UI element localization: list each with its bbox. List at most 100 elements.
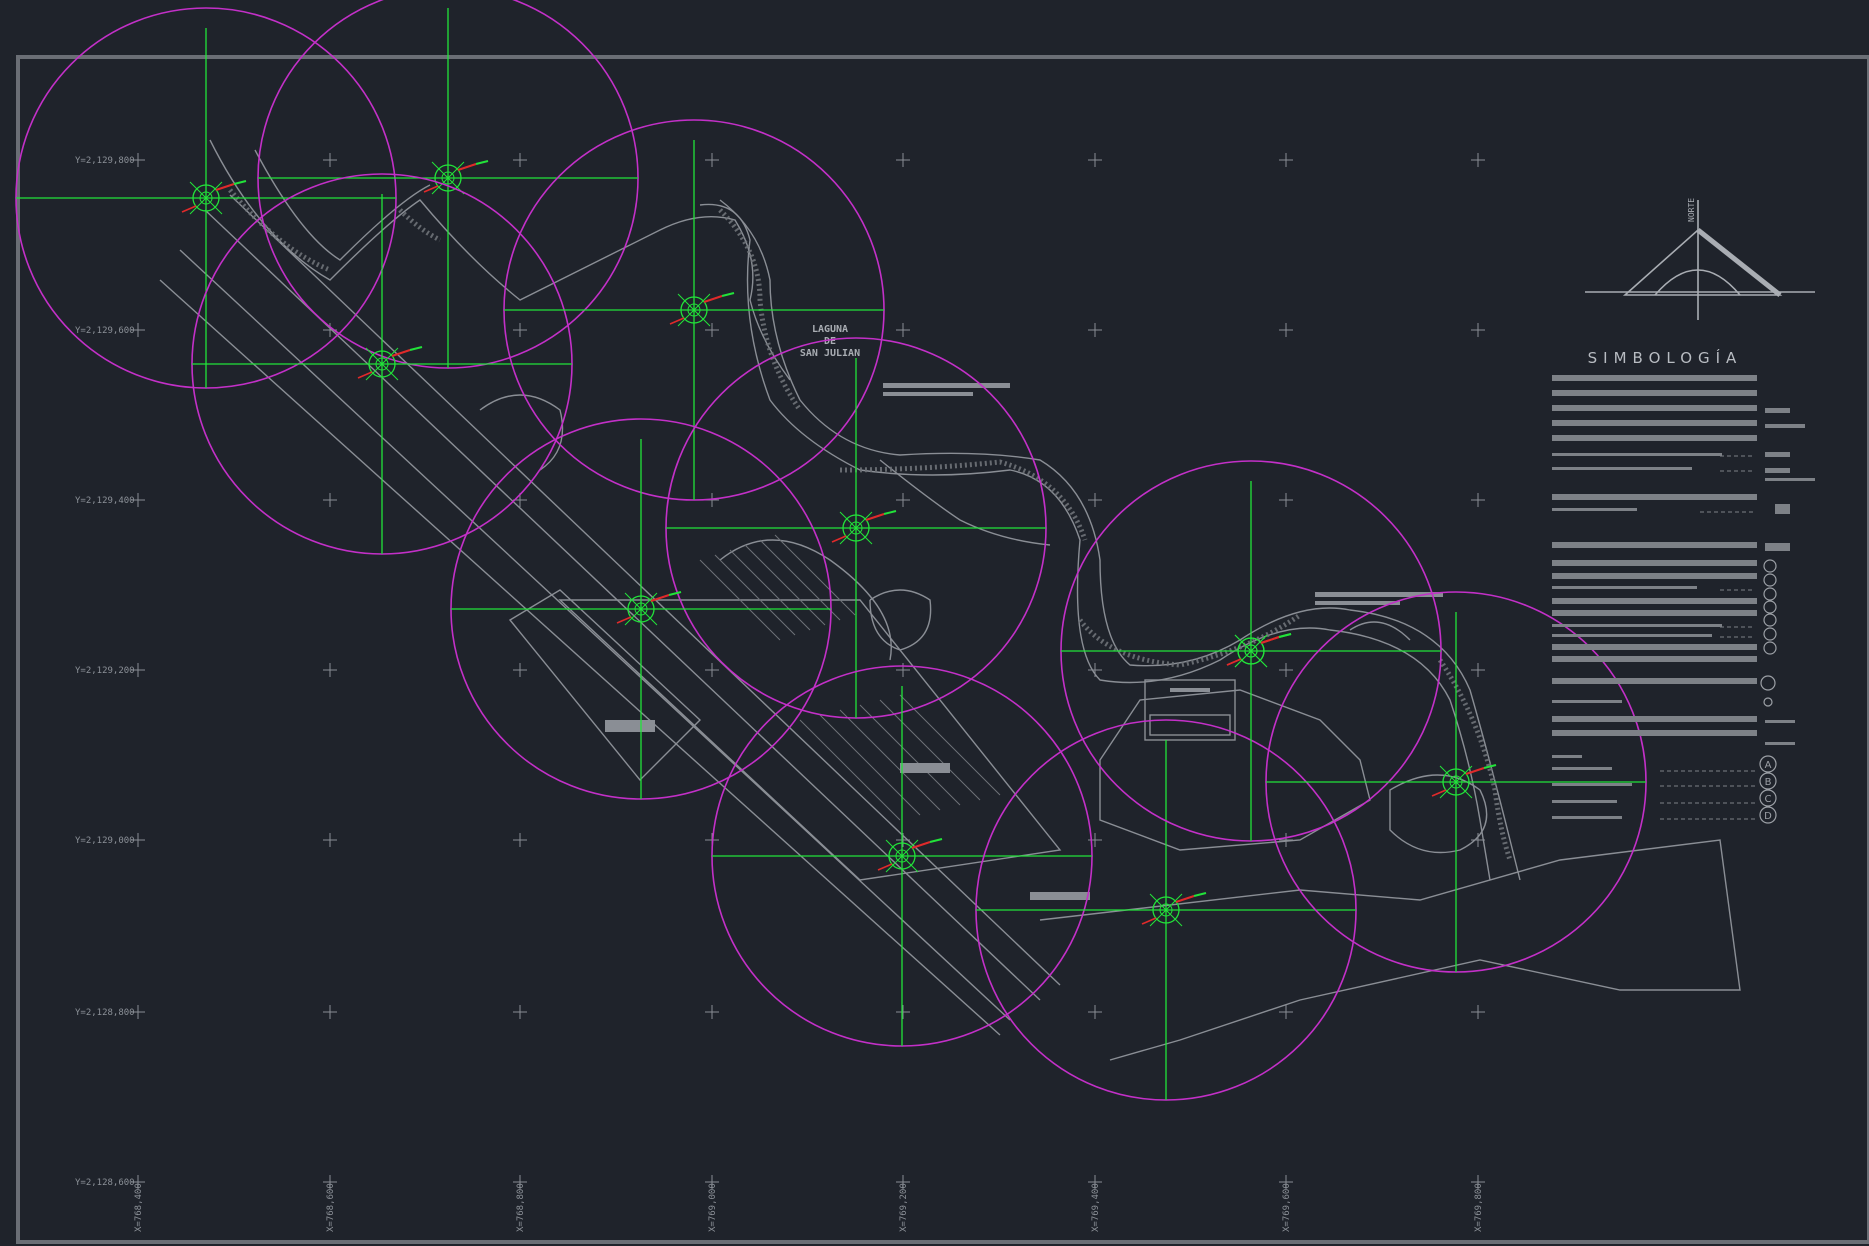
- grid-tick: [131, 493, 145, 507]
- parking-stripes: [699, 534, 1001, 821]
- grid-tick: [1088, 153, 1102, 167]
- legend-text-bar: [1552, 453, 1722, 456]
- legend-text-bar: [1765, 543, 1790, 551]
- legend-text-bar: [1552, 494, 1757, 500]
- grid-tick: [1088, 833, 1102, 847]
- lagoon-label: LAGUNA DE SAN JULIAN: [800, 324, 860, 359]
- legend-symbol-icon: [1763, 600, 1777, 614]
- grid-y-label: Y=2,129,400: [75, 496, 135, 506]
- legend-text-bar: [1552, 375, 1757, 381]
- grid-tick: [896, 323, 910, 337]
- grid-tick: [323, 493, 337, 507]
- legend-letter: A: [1765, 760, 1772, 771]
- camera-coverage-icon: [877, 838, 943, 873]
- grid-tick: [1279, 1005, 1293, 1019]
- legend-text-bar: [1552, 783, 1632, 786]
- grid-x-label: X=769,200: [899, 1183, 909, 1232]
- camera-coverage-icon: [616, 591, 682, 626]
- north-arrow-icon: NORTE: [1585, 198, 1815, 320]
- grid-tick: [896, 153, 910, 167]
- grid-tick: [1471, 323, 1485, 337]
- grid-tick: [323, 1175, 337, 1189]
- legend-symbol-icon: [1763, 641, 1777, 655]
- grid-tick: [513, 1175, 527, 1189]
- legend-text-bar: [1765, 468, 1790, 473]
- grid-tick: [896, 1005, 910, 1019]
- grid-tick: [131, 323, 145, 337]
- legend-letter: C: [1765, 794, 1772, 805]
- grid-tick: [896, 1175, 910, 1189]
- legend-text-bar: [1552, 598, 1757, 604]
- camera-coverage-layer: [15, 0, 1647, 1101]
- grid-tick: [323, 833, 337, 847]
- grid-y-label: Y=2,128,800: [75, 1008, 135, 1018]
- legend-title: SIMBOLOGÍA: [1588, 348, 1743, 367]
- legend-symbol-icon: [1763, 573, 1777, 587]
- grid-tick: [1471, 663, 1485, 677]
- legend-letter-circle: [1759, 755, 1777, 773]
- legend-text-bar: [1552, 716, 1757, 722]
- legend-text-bar: [1765, 408, 1790, 413]
- legend-text-bar: [1552, 586, 1697, 589]
- legend-symbol-icon: [1763, 559, 1777, 573]
- grid-x-label: X=769,000: [708, 1183, 718, 1232]
- legend-letter: D: [1764, 811, 1772, 822]
- legend-text-bar: [1765, 452, 1790, 457]
- legend-text-bar: [1552, 420, 1757, 426]
- camera-coverage-icon: [1431, 764, 1497, 799]
- camera-coverage-icon: [831, 510, 897, 545]
- site-outline: [159, 139, 1741, 1061]
- legend-text-bar: [1765, 478, 1815, 481]
- grid-tick: [131, 663, 145, 677]
- grid-tick: [131, 1175, 145, 1189]
- grid-x-label: X=769,400: [1091, 1183, 1101, 1232]
- legend-text-bar: [1552, 542, 1757, 548]
- grid-tick: [131, 1005, 145, 1019]
- legend-text-bar: [1552, 700, 1622, 703]
- grid-y-label: Y=2,128,600: [75, 1178, 135, 1188]
- legend-letter: B: [1765, 777, 1772, 788]
- grid-tick: [1088, 1175, 1102, 1189]
- grid-tick: [1088, 493, 1102, 507]
- grid-tick: [1088, 1005, 1102, 1019]
- grid-tick: [513, 663, 527, 677]
- legend-symbol-icon: [1763, 627, 1777, 641]
- legend-text-bar: [1552, 800, 1617, 803]
- grid-x-label: X=768,400: [134, 1183, 144, 1232]
- legend-text-bar: [1765, 424, 1805, 428]
- grid-tick: [323, 153, 337, 167]
- legend-text-bar: [1775, 504, 1790, 514]
- grid-tick: [1088, 323, 1102, 337]
- grid-tick: [131, 833, 145, 847]
- north-label: NORTE: [1687, 198, 1696, 222]
- plan-notes: [605, 383, 1443, 900]
- legend-letter-circle: [1759, 772, 1777, 790]
- grid-x-label: X=769,600: [1282, 1183, 1292, 1232]
- grid-tick: [1279, 1175, 1293, 1189]
- legend-text-bar: [1552, 634, 1712, 637]
- camera-coverage-icon: [669, 292, 735, 327]
- legend-symbol-icon: [1763, 613, 1777, 627]
- legend-symbol-icon: [1763, 587, 1777, 601]
- shore-hatch: [228, 188, 1513, 861]
- grid-tick: [131, 153, 145, 167]
- legend-text-bar: [1552, 560, 1757, 566]
- grid-y-label: Y=2,129,200: [75, 666, 135, 676]
- camera-coverage-icon: [1141, 892, 1207, 927]
- legend-text-bar: [1552, 656, 1757, 662]
- grid-tick: [1279, 833, 1293, 847]
- camera-coverage-icon: [423, 160, 489, 195]
- legend-text-bar: [1552, 644, 1757, 650]
- lagoon-label-line: LAGUNA: [812, 324, 848, 335]
- grid-tick: [1471, 493, 1485, 507]
- legend-text-bar: [1552, 730, 1757, 736]
- grid-y-label: Y=2,129,600: [75, 326, 135, 336]
- grid-tick: [513, 323, 527, 337]
- grid-tick: [1279, 663, 1293, 677]
- legend-text-bar: [1552, 390, 1757, 396]
- grid-tick: [1471, 1005, 1485, 1019]
- grid-tick: [1471, 1175, 1485, 1189]
- grid-tick: [705, 153, 719, 167]
- coordinate-grid: Y=2,129,800Y=2,129,600Y=2,129,400Y=2,129…: [75, 153, 1485, 1232]
